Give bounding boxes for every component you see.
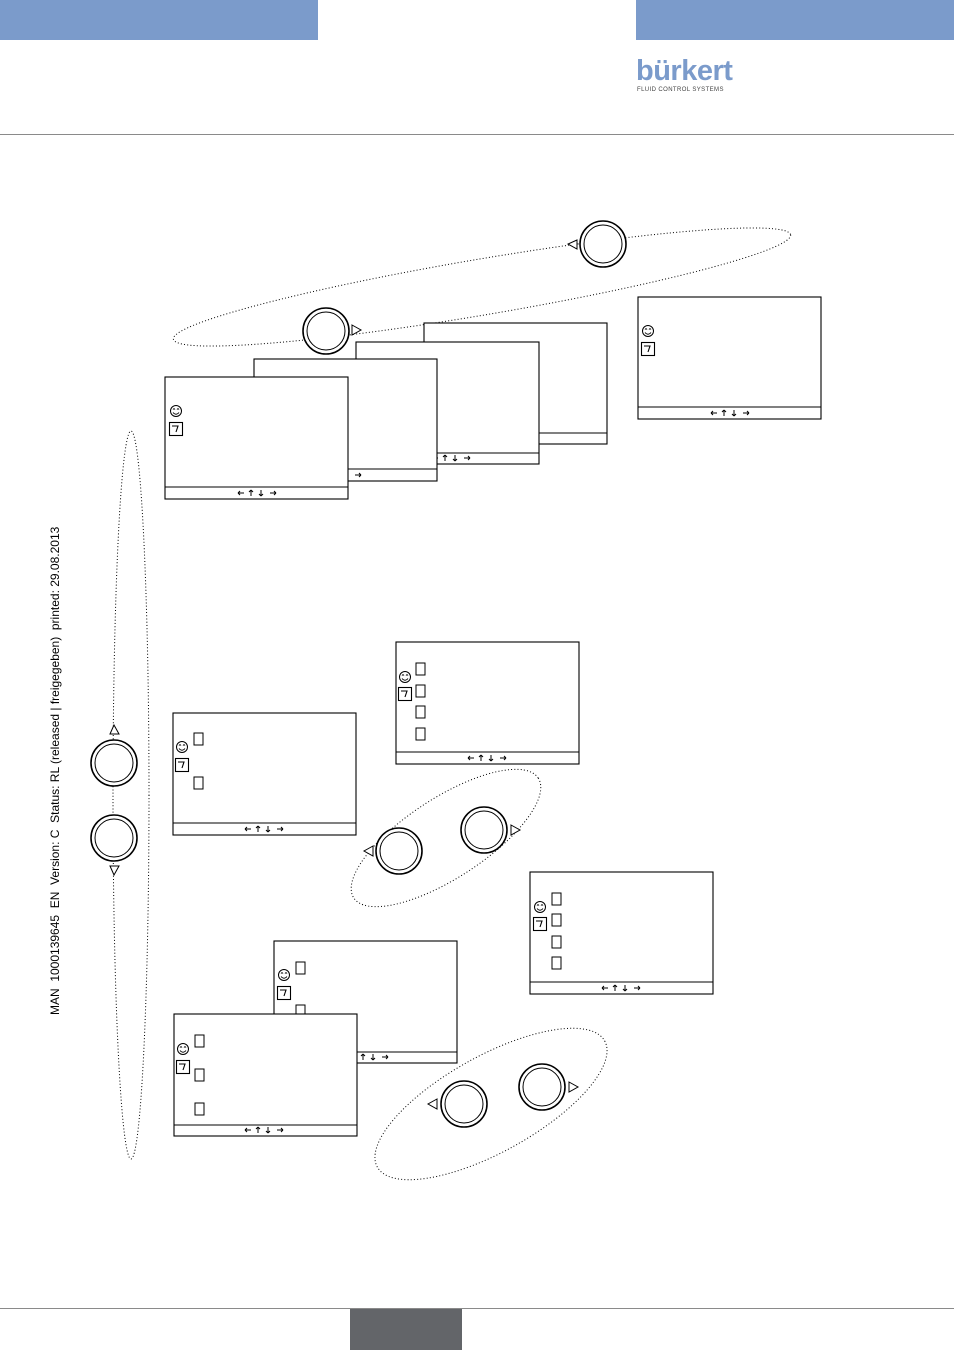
display-screen-menu-b: [396, 642, 579, 764]
push-button-bottom-right[interactable]: [519, 1064, 565, 1110]
gauge-icon: [170, 423, 183, 436]
push-button-bottom-left[interactable]: [441, 1081, 487, 1127]
triangle-arrow-left-icon: [364, 846, 373, 856]
display-screen-menu-d-front: [174, 1014, 357, 1136]
smiley-icon: [177, 742, 188, 753]
gauge-icon: [177, 1061, 190, 1074]
display-screen-target-top: [638, 297, 821, 419]
push-button-up[interactable]: [91, 740, 137, 786]
display-screen-menu-c: [530, 872, 713, 994]
gauge-icon: [176, 759, 189, 772]
smiley-icon: [535, 902, 546, 913]
triangle-arrow-up-icon: [110, 725, 119, 734]
gauge-icon: [534, 918, 547, 931]
push-button-down[interactable]: [91, 815, 137, 861]
footer-divider: [0, 1308, 954, 1309]
cycle-ellipse-vertical: [113, 431, 149, 1159]
push-button-middle-right[interactable]: [461, 807, 507, 853]
triangle-arrow-left-icon: [568, 240, 577, 249]
push-button-top-left[interactable]: [303, 308, 349, 354]
push-button-top-right[interactable]: [580, 221, 626, 267]
page-number-tab: [350, 1309, 462, 1350]
triangle-arrow-left-icon: [428, 1099, 437, 1109]
smiley-icon: [171, 406, 182, 417]
triangle-arrow-right-icon: [511, 825, 520, 835]
push-button-middle-left[interactable]: [376, 828, 422, 874]
gauge-icon: [642, 343, 655, 356]
smiley-icon: [643, 326, 654, 337]
cycle-ellipse-middle: [332, 745, 560, 932]
display-screen-menu-a: [173, 713, 356, 835]
smiley-icon: [279, 970, 290, 981]
smiley-icon: [400, 672, 411, 683]
gauge-icon: [278, 987, 291, 1000]
triangle-arrow-down-icon: [110, 866, 119, 875]
display-screen-main: [165, 377, 348, 499]
gauge-icon: [399, 688, 412, 701]
triangle-arrow-right-icon: [569, 1082, 578, 1092]
smiley-icon: [178, 1044, 189, 1055]
